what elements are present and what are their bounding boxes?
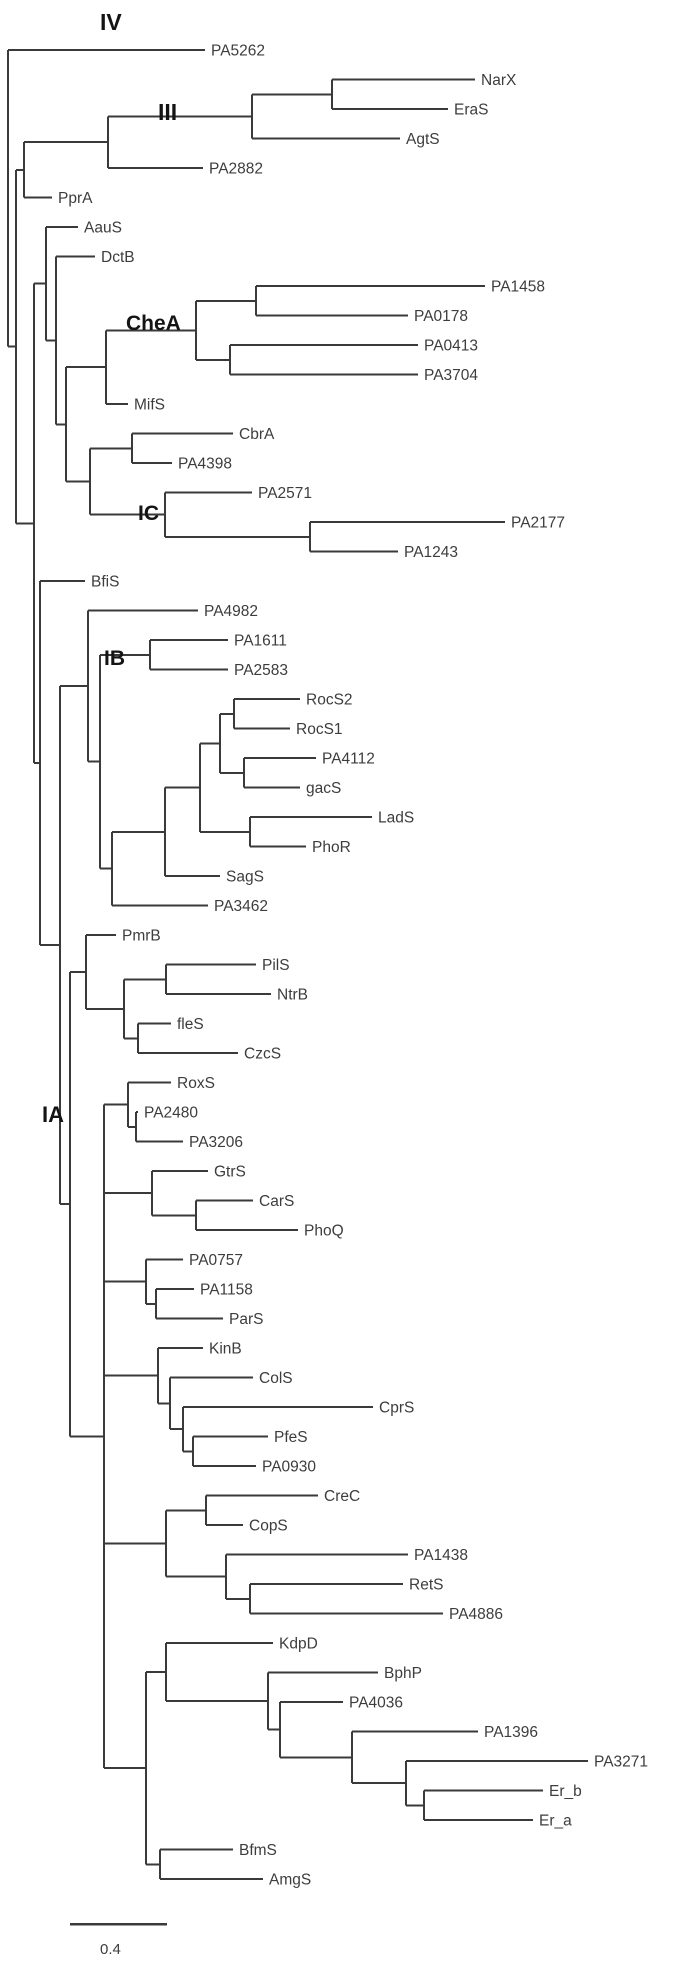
taxon-label: RoxS bbox=[177, 1075, 215, 1092]
taxon-label: PA1438 bbox=[414, 1547, 468, 1564]
taxon-label: KinB bbox=[209, 1341, 242, 1358]
taxon-label: PA2177 bbox=[511, 515, 565, 532]
taxon-label: RetS bbox=[409, 1577, 443, 1594]
taxon-label: PA4036 bbox=[349, 1695, 403, 1712]
taxon-label: CprS bbox=[379, 1400, 414, 1417]
taxon-label: CopS bbox=[249, 1518, 288, 1535]
taxon-label: PA5262 bbox=[211, 43, 265, 60]
taxon-label: AmgS bbox=[269, 1872, 311, 1889]
taxon-label: MifS bbox=[134, 397, 165, 414]
taxon-label: PA3704 bbox=[424, 367, 478, 384]
clade-label-ia: IA bbox=[42, 1102, 64, 1127]
taxon-label: PA3206 bbox=[189, 1134, 243, 1151]
taxon-label: NtrB bbox=[277, 987, 308, 1004]
taxon-label: PA4112 bbox=[322, 751, 375, 768]
taxon-label: PA3462 bbox=[214, 898, 268, 915]
taxon-label: PfeS bbox=[274, 1429, 308, 1446]
clade-label-ic: IC bbox=[138, 502, 159, 525]
taxon-label: PA4886 bbox=[449, 1606, 503, 1623]
taxon-label: PmrB bbox=[122, 928, 161, 945]
taxon-label: PhoR bbox=[312, 839, 351, 856]
taxon-label: PA1158 bbox=[200, 1282, 253, 1299]
taxon-label: PA3271 bbox=[594, 1754, 648, 1771]
taxon-label: ParS bbox=[229, 1311, 263, 1328]
taxon-label: BphP bbox=[384, 1665, 422, 1682]
clade-label-iv: IV bbox=[100, 9, 122, 35]
scale-bar-label: 0.4 bbox=[100, 1941, 121, 1958]
taxon-label: BfiS bbox=[91, 574, 119, 591]
taxon-label: AgtS bbox=[406, 131, 440, 148]
taxon-label: PprA bbox=[58, 190, 93, 207]
taxon-label: PA1611 bbox=[234, 633, 287, 650]
taxon-label: PA0930 bbox=[262, 1459, 316, 1476]
taxon-label: fleS bbox=[177, 1016, 204, 1033]
taxon-label: RocS1 bbox=[296, 721, 343, 738]
taxon-label: PhoQ bbox=[304, 1223, 344, 1240]
taxon-label: PA0178 bbox=[414, 308, 468, 325]
taxon-label: PA1396 bbox=[484, 1724, 538, 1741]
taxon-label: gacS bbox=[306, 780, 341, 797]
taxon-label: Er_b bbox=[549, 1783, 582, 1800]
taxon-label: PA0413 bbox=[424, 338, 478, 355]
taxon-label: NarX bbox=[481, 72, 517, 89]
taxon-label: PA2480 bbox=[144, 1105, 198, 1122]
taxon-label: Er_a bbox=[539, 1813, 572, 1830]
taxon-label: ColS bbox=[259, 1370, 293, 1387]
clade-label-ib: IB bbox=[104, 647, 125, 670]
taxon-label: PilS bbox=[262, 957, 290, 974]
taxon-label: CzcS bbox=[244, 1046, 281, 1063]
taxon-label: PA4398 bbox=[178, 456, 232, 473]
taxon-label: PA2571 bbox=[258, 485, 312, 502]
taxon-label: CbrA bbox=[239, 426, 275, 443]
clade-label-chea: CheA bbox=[126, 312, 181, 335]
taxon-label: PA1458 bbox=[491, 279, 545, 296]
taxon-label: PA2882 bbox=[209, 161, 263, 178]
taxon-label: PA0757 bbox=[189, 1252, 243, 1269]
taxon-label: CreC bbox=[324, 1488, 360, 1505]
clade-label-iii: III bbox=[158, 99, 177, 125]
taxon-label: LadS bbox=[378, 810, 414, 827]
taxon-label: PA4982 bbox=[204, 603, 258, 620]
taxon-label: DctB bbox=[101, 249, 135, 266]
taxon-label: KdpD bbox=[279, 1636, 318, 1653]
taxon-label: GtrS bbox=[214, 1164, 246, 1181]
taxon-label: PA1243 bbox=[404, 544, 458, 561]
taxon-label: SagS bbox=[226, 869, 264, 886]
taxon-label: PA2583 bbox=[234, 662, 288, 679]
taxon-label: AauS bbox=[84, 220, 122, 237]
taxon-label: BfmS bbox=[239, 1842, 277, 1859]
taxon-label: RocS2 bbox=[306, 692, 353, 709]
taxon-label: EraS bbox=[454, 102, 488, 119]
taxon-label: CarS bbox=[259, 1193, 294, 1210]
